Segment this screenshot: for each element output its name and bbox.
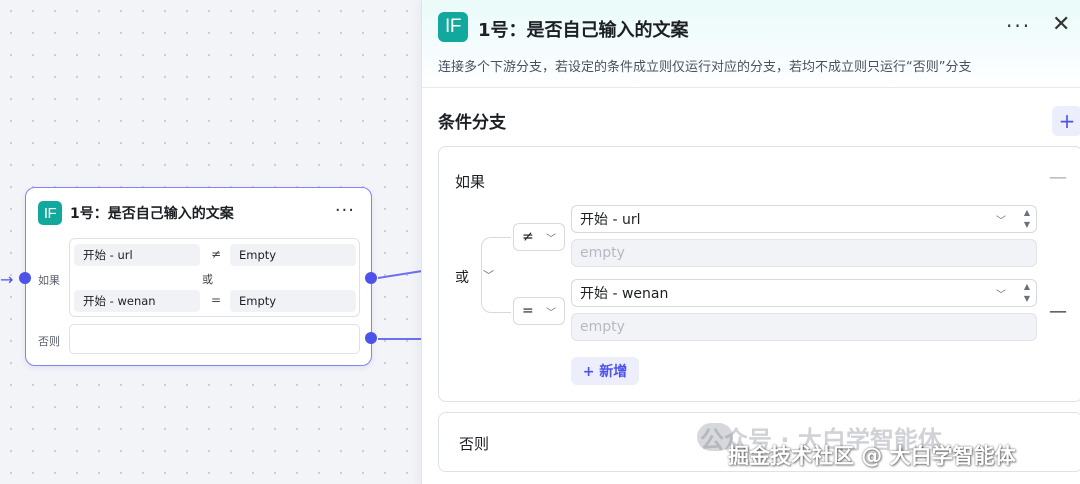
panel-header: IF 1号：是否自己输入的文案 ··· ✕ 连接多个下游分支，若设定的条件成立则… xyxy=(422,0,1080,88)
close-icon[interactable]: ✕ xyxy=(1052,12,1071,37)
node-cond-op: ≠ xyxy=(210,247,222,261)
if-branch-label: 如果 xyxy=(455,173,486,191)
panel-title[interactable]: 1号：是否自己输入的文案 xyxy=(478,20,689,41)
variable-select[interactable]: 开始 - url ﹀ ▲▼ xyxy=(571,205,1037,233)
node-cond-op: = xyxy=(210,293,222,307)
else-branch-card: 否则 xyxy=(438,412,1080,472)
section-title: 条件分支 xyxy=(438,113,506,133)
if-edge xyxy=(377,270,422,279)
chevron-down-icon: ﹀ xyxy=(996,290,1006,301)
operator-select[interactable]: = ﹀ xyxy=(513,297,565,325)
node-title: 1号：是否自己输入的文案 xyxy=(70,206,234,222)
chevron-down-icon: ﹀ xyxy=(546,234,556,245)
stepper-icon[interactable]: ▲▼ xyxy=(1023,208,1030,229)
node-more-icon[interactable]: ··· xyxy=(334,200,355,221)
operator-select[interactable]: ≠ ﹀ xyxy=(513,223,565,251)
chevron-down-icon[interactable]: ﹀ xyxy=(483,269,494,282)
if-branch-card: 如果 — 或 ﹀ ≠ ﹀ 开始 - url ﹀ ▲▼ empty = ﹀ 开始 … xyxy=(438,146,1080,402)
operator-value: = xyxy=(522,303,534,319)
incoming-arrow-icon: → xyxy=(0,270,14,289)
chevron-down-icon: ﹀ xyxy=(996,216,1006,227)
add-branch-button[interactable]: + xyxy=(1052,106,1080,136)
node-settings-panel: IF 1号：是否自己输入的文案 ··· ✕ 连接多个下游分支，若设定的条件成立则… xyxy=(421,0,1080,484)
watermark-line2: 掘金技术社区 @ 大白学智能体 xyxy=(728,444,1016,468)
node-condition-box: 开始 - url ≠ Empty 或 开始 - wenan = Empty xyxy=(69,238,360,317)
operator-value: ≠ xyxy=(522,229,534,245)
else-edge xyxy=(378,338,422,340)
node-else-label: 否则 xyxy=(38,335,60,348)
logic-select[interactable]: 或 xyxy=(455,270,469,286)
variable-select[interactable]: 开始 - wenan ﹀ ▲▼ xyxy=(571,279,1037,307)
chevron-down-icon: ﹀ xyxy=(546,308,556,319)
variable-value: 开始 - wenan xyxy=(580,286,669,302)
collapse-icon[interactable]: — xyxy=(1049,167,1067,188)
remove-condition-icon[interactable]: — xyxy=(1049,301,1067,322)
node-cond-left: 开始 - url xyxy=(74,244,200,266)
else-branch-label: 否则 xyxy=(459,435,490,453)
input-port[interactable] xyxy=(19,272,31,284)
panel-if-icon: IF xyxy=(438,12,468,42)
if-icon: IF xyxy=(38,201,62,225)
node-cond-right: Empty xyxy=(230,290,356,312)
else-output-port[interactable] xyxy=(365,332,377,344)
if-output-port[interactable] xyxy=(365,272,377,284)
logic-bracket xyxy=(481,237,511,313)
value-input[interactable]: empty xyxy=(571,313,1037,341)
node-else-box xyxy=(69,324,360,354)
if-node-card[interactable]: IF 1号：是否自己输入的文案 ··· 如果 开始 - url ≠ Empty … xyxy=(19,187,377,366)
node-cond-left: 开始 - wenan xyxy=(74,290,200,312)
watermark-line1: 公众号 · 大白学智能体 xyxy=(700,426,942,454)
node-or-label: 或 xyxy=(202,273,213,286)
panel-description: 连接多个下游分支，若设定的条件成立则仅运行对应的分支，若均不成立则只运行“否则”… xyxy=(438,60,972,75)
value-input[interactable]: empty xyxy=(571,239,1037,267)
node-header: IF 1号：是否自己输入的文案 ··· xyxy=(38,200,359,226)
node-if-label: 如果 xyxy=(38,274,60,287)
variable-value: 开始 - url xyxy=(580,212,641,228)
wechat-logo-icon xyxy=(697,423,733,451)
stepper-icon[interactable]: ▲▼ xyxy=(1023,282,1030,303)
node-cond-right: Empty xyxy=(230,244,356,266)
panel-more-icon[interactable]: ··· xyxy=(1006,14,1032,38)
add-condition-button[interactable]: + 新增 xyxy=(571,357,639,385)
